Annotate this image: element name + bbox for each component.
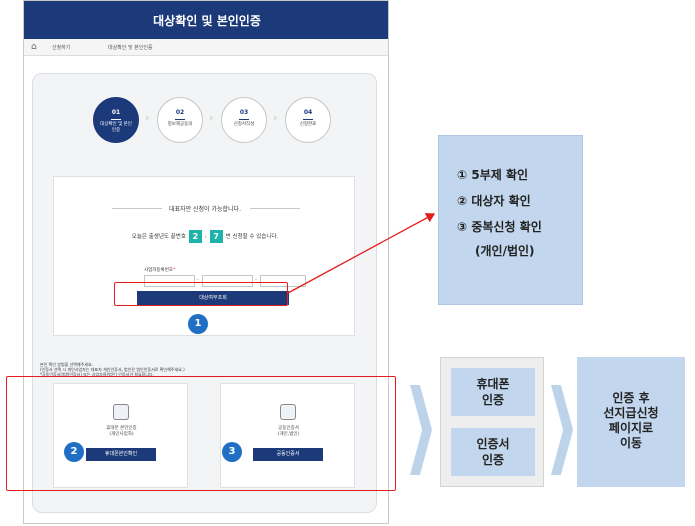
- page-title: 대상확인 및 본인인증: [153, 14, 261, 28]
- step-4: 04 신청완료: [285, 97, 331, 143]
- badge-1: 1: [188, 314, 208, 334]
- biz-number-input-3[interactable]: [260, 275, 306, 287]
- certificate-auth-card: 공동인증서 (개인,법인) 공동인증서: [220, 383, 355, 488]
- birth-year-info: 오늘은 출생년도 끝번호 2 , 7 번 신청할 수 있습니다.: [131, 229, 279, 243]
- step-1: 01 대상확인 및 본인인증: [93, 97, 139, 143]
- breadcrumb: ⌂ 신청하기 대상확인 및 본인인증: [24, 39, 388, 56]
- biz-number-label: 사업자등록번호*: [144, 268, 176, 273]
- biz-number-input-1[interactable]: [144, 275, 195, 287]
- auth-note: *공동인증서(범용인증서) 또는 사업자용(법인) 인증서가 필요합니다.: [40, 372, 154, 377]
- birth-digit-badge-1: 2: [188, 229, 202, 243]
- chevron-right-icon: ›: [145, 111, 150, 124]
- phone-auth-button[interactable]: 휴대폰본인확인: [86, 448, 156, 461]
- final-step-callout: 인증 후 선지급신청 페이지로 이동: [577, 357, 685, 487]
- page-screenshot: 대상확인 및 본인인증 ⌂ 신청하기 대상확인 및 본인인증 01 대상확인 및…: [23, 0, 389, 524]
- chevron-right-icon: ›: [273, 111, 278, 124]
- eligibility-card: 대표자만 신청이 가능합니다. 오늘은 출생년도 끝번호 2 , 7 번 신청할…: [53, 176, 355, 336]
- representative-notice: 대표자만 신청이 가능합니다.: [169, 206, 241, 213]
- step-2: 02 정보제공동의: [157, 97, 203, 143]
- divider: [250, 208, 300, 209]
- badge-3: 3: [222, 442, 242, 462]
- highlight-check-button: [114, 282, 288, 306]
- biz-number-input-2[interactable]: [202, 275, 253, 287]
- divider: [112, 208, 162, 209]
- birth-digit-badge-2: 7: [209, 229, 223, 243]
- certificate-auth-button[interactable]: 공동인증서: [253, 448, 323, 461]
- badge-2: 2: [64, 442, 84, 462]
- confirm-items-callout: ① 5부제 확인 ② 대상자 확인 ③ 중복신청 확인 (개인/법인): [438, 135, 583, 305]
- auth-note: 본인 확인 방법을 선택해주세요.: [40, 362, 93, 367]
- page-header: 대상확인 및 본인인증: [24, 1, 388, 39]
- content-panel: 01 대상확인 및 본인인증 › 02 정보제공동의 › 03 신청서작성 › …: [32, 73, 377, 513]
- step-3: 03 신청서작성: [221, 97, 267, 143]
- highlight-auth-area: [6, 376, 396, 491]
- phone-icon: [113, 404, 129, 420]
- home-icon[interactable]: ⌂: [31, 42, 37, 52]
- check-eligibility-button[interactable]: 대상여부조회: [137, 291, 289, 305]
- lock-icon: [280, 404, 296, 420]
- breadcrumb-item-apply[interactable]: 신청하기: [52, 45, 71, 51]
- chevron-right-icon: ›: [209, 111, 214, 124]
- auth-note: (인증서 선택 시 개인사업자는 대표자 개인인증서, 법인은 법인인증서로 확…: [40, 367, 185, 372]
- breadcrumb-item-current[interactable]: 대상확인 및 본인인증: [108, 45, 153, 51]
- phone-auth-card: 휴대폰 본인인증 (개인사업자) 휴대폰본인확인: [53, 383, 188, 488]
